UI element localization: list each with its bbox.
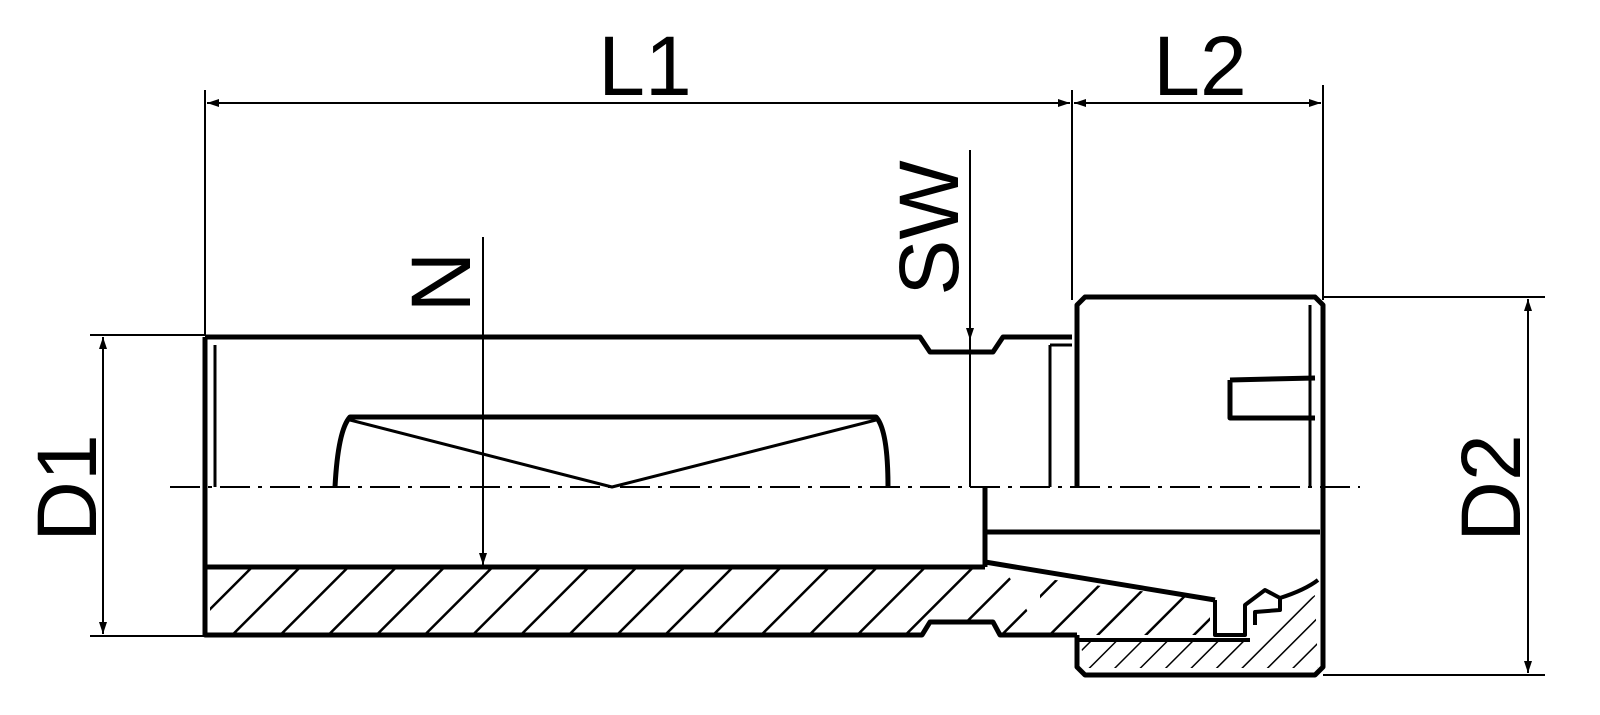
- seal-groove: [1213, 588, 1282, 637]
- body-top-edge: [205, 334, 1072, 355]
- label-l2: L2: [1153, 19, 1246, 113]
- label-l1: L1: [598, 19, 691, 113]
- nut-slot: [1227, 375, 1316, 421]
- nut-outline: [1074, 294, 1326, 678]
- section-hatch-body: [210, 568, 1040, 635]
- section-hatch-nut: [1080, 595, 1318, 668]
- section-hatch-cone: [1040, 578, 1210, 635]
- cone-line: [984, 559, 1216, 603]
- label-d1: D1: [20, 434, 114, 541]
- label-n: N: [394, 252, 488, 313]
- nut-lip: [1279, 578, 1320, 600]
- slot-outline: [332, 414, 891, 488]
- body-outline: [202, 337, 1077, 638]
- label-sw: SW: [882, 160, 976, 295]
- slot-v-lines: [349, 418, 877, 489]
- label-d2: D2: [1444, 434, 1538, 541]
